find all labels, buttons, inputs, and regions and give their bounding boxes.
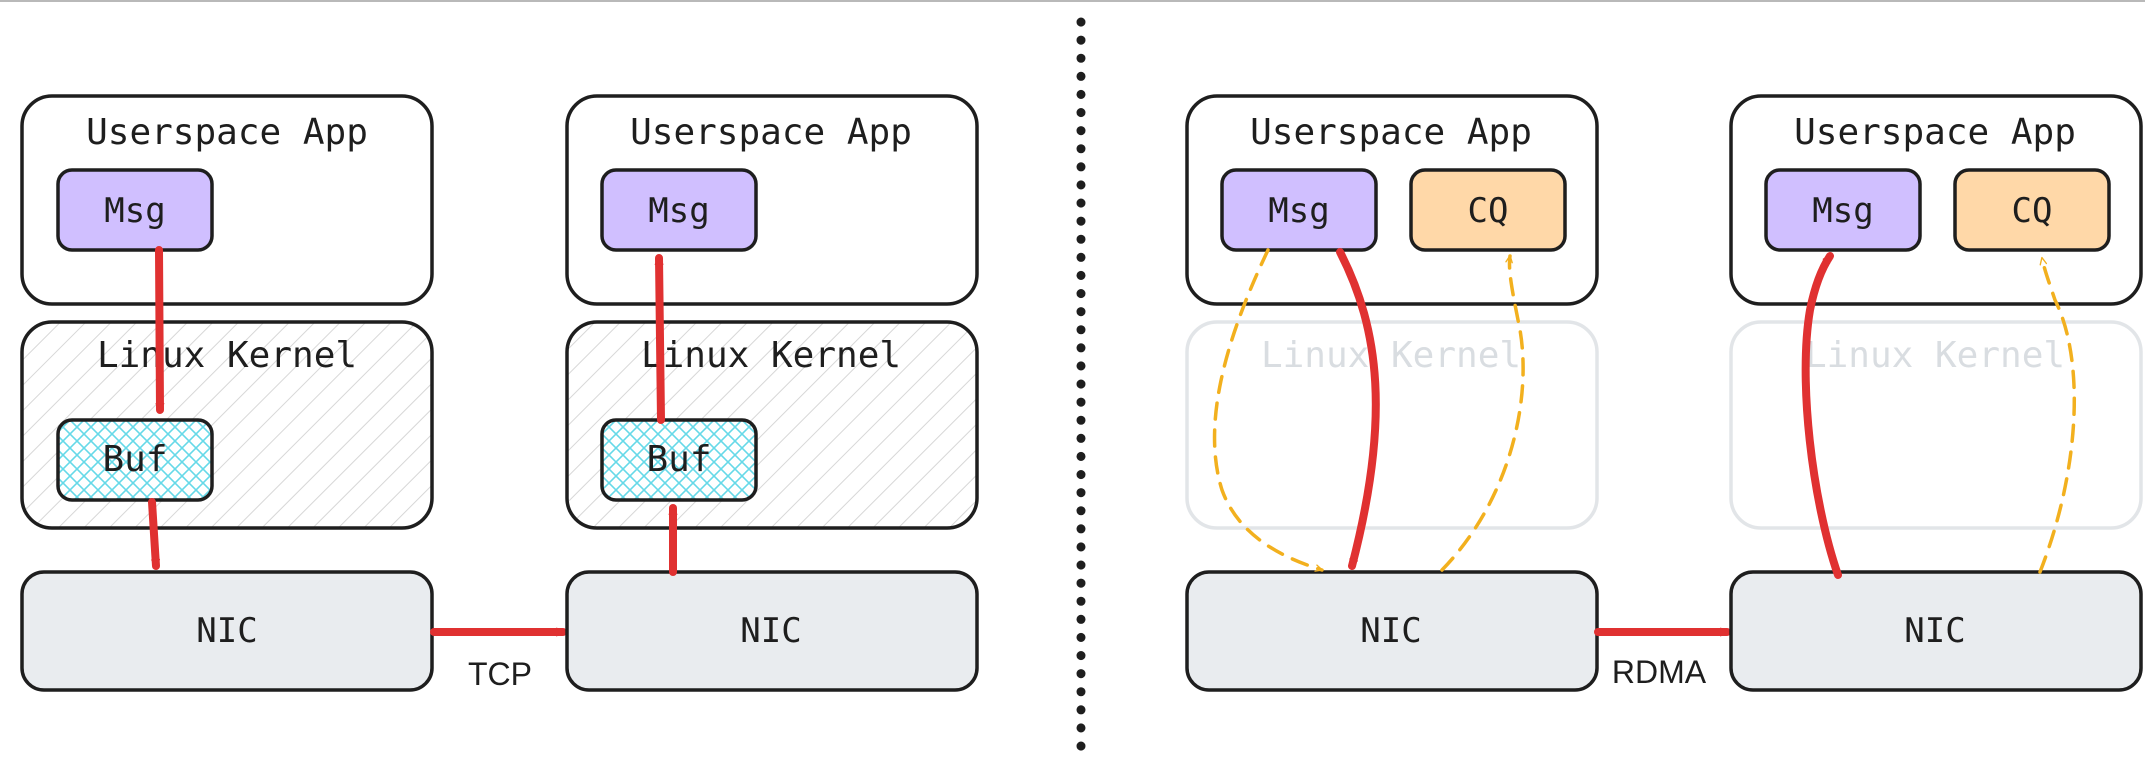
data-flow-arrow-msg-to-buf xyxy=(155,246,165,414)
tcp-link-label: TCP xyxy=(468,656,532,692)
completion-arrow-nic-to-cq xyxy=(1440,254,1525,572)
nic-box xyxy=(565,570,979,692)
rdma-sender: Userspace App Msg CQ Linux Kernel NIC xyxy=(1185,94,1599,692)
tcp-receiver: Userspace App Msg Linux Kernel Buf NIC xyxy=(565,94,979,692)
msg-label: Msg xyxy=(1812,191,1873,231)
userspace-app-box xyxy=(565,94,979,306)
userspace-app-box xyxy=(1185,94,1599,306)
buf-box xyxy=(56,418,214,502)
linux-kernel-box-bypassed xyxy=(1729,320,2143,530)
linux-kernel-title: Linux Kernel xyxy=(641,335,901,376)
linux-kernel-title: Linux Kernel xyxy=(1261,335,1521,376)
linux-kernel-box-bypassed xyxy=(1185,320,1599,530)
completion-arrow-nic-to-cq xyxy=(2038,256,2077,574)
linux-kernel-title: Linux Kernel xyxy=(1805,335,2065,376)
nic-label: NIC xyxy=(740,611,801,651)
nic-box xyxy=(1729,570,2143,692)
cq-label: CQ xyxy=(2012,191,2053,231)
buf-box xyxy=(600,418,758,502)
cq-box xyxy=(1953,168,2111,252)
msg-box xyxy=(1764,168,1922,252)
completion-arrow-msg-to-nic xyxy=(1212,248,1324,572)
userspace-app-title: Userspace App xyxy=(1250,112,1532,153)
cq-label: CQ xyxy=(1468,191,1509,231)
data-flow-arrow-nic-to-msg xyxy=(1801,252,1842,579)
msg-label: Msg xyxy=(1268,191,1329,231)
userspace-app-title: Userspace App xyxy=(86,112,368,153)
userspace-app-title: Userspace App xyxy=(630,112,912,153)
msg-box xyxy=(600,168,758,252)
data-flow-arrow-buf-to-nic xyxy=(148,498,160,570)
nic-label: NIC xyxy=(1904,611,1965,651)
msg-box xyxy=(1220,168,1378,252)
userspace-app-title: Userspace App xyxy=(1794,112,2076,153)
cq-box xyxy=(1409,168,1567,252)
msg-label: Msg xyxy=(648,191,709,231)
rdma-link-label: RDMA xyxy=(1612,654,1707,690)
data-flow-arrow-msg-to-nic xyxy=(1336,248,1380,570)
msg-box xyxy=(56,168,214,252)
rdma-receiver: Userspace App Msg CQ Linux Kernel NIC xyxy=(1729,94,2143,692)
userspace-app-box xyxy=(20,94,434,306)
nic-label: NIC xyxy=(1360,611,1421,651)
tcp-sender: Userspace App Msg Linux Kernel Buf NIC xyxy=(20,94,434,692)
msg-label: Msg xyxy=(104,191,165,231)
data-flow-arrow-buf-to-msg xyxy=(654,254,665,424)
buf-label: Buf xyxy=(102,439,167,480)
buf-label: Buf xyxy=(646,439,711,480)
userspace-app-box xyxy=(1729,94,2143,306)
linux-kernel-title: Linux Kernel xyxy=(97,335,357,376)
nic-label: NIC xyxy=(196,611,257,651)
